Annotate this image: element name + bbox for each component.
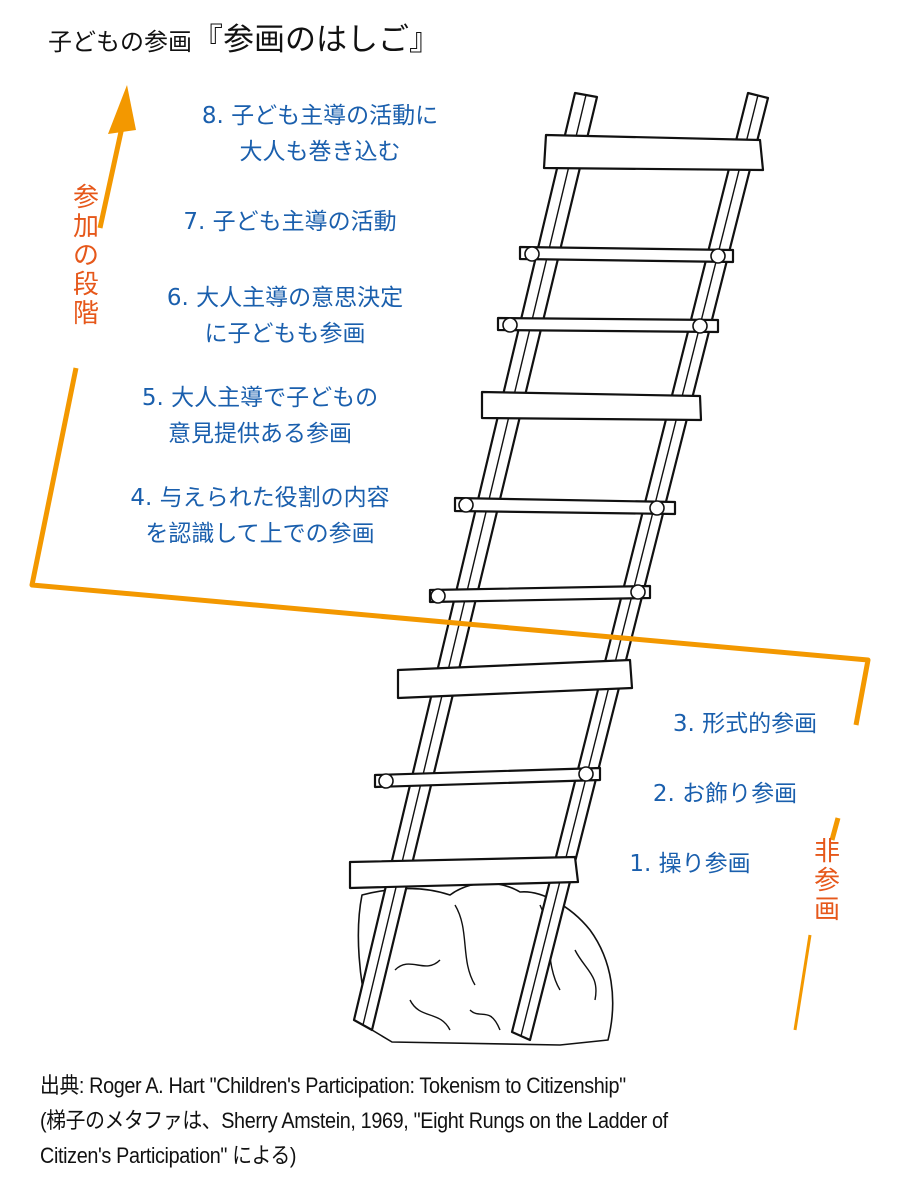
rung-4-label: 4. 与えられた役割の内容 を認識して上での参画 [130,485,390,547]
source-line-2: (梯子のメタファは、Sherry Amstein, 1969, "Eight R… [40,1108,668,1133]
ladder-rung-3 [428,584,652,604]
ladder-rung-4 [453,496,677,516]
ladder-drawing [348,91,770,1046]
ladder-rung-8 [542,133,765,172]
title-prefix: 子どもの参画 [48,28,192,56]
title-main: 『参画のはしご』 [192,22,440,58]
source-line-3: Citizen's Participation" による) [40,1143,297,1168]
rung-3-label: 3. 形式的参画 [672,711,818,737]
ladder-rung-7 [518,245,735,264]
arrow-head-icon [108,85,136,134]
source-citation: 出典: Roger A. Hart "Children's Participat… [40,1068,668,1173]
ladder-rung-5 [480,390,703,422]
rung-5-label: 5. 大人主導で子どもの 意見提供ある参画 [141,385,379,447]
ladder-rung-1 [348,855,580,890]
ladder-rung-6 [496,316,720,334]
participation-category-label: 参 加 の 段 階 [72,183,99,329]
non-participation-category-label: 非 参 画 [813,837,840,925]
rung-2-label: 2. お飾り参画 [652,781,798,807]
rung-8-label: 8. 子ども主導の活動に 大人も巻き込む [201,103,439,165]
rung-7-label: 7. 子ども主導の活動 [183,209,397,235]
rung-6-label: 6. 大人主導の意思決定 に子どもも参画 [166,285,404,347]
ladder-rung-2 [396,658,634,700]
participation-arrow [29,117,871,1031]
rung-1-label: 1. 操り参画 [629,851,751,877]
ladder-rung-1b [373,766,602,789]
page-title: 子どもの参画『参画のはしご』 [48,14,440,59]
source-line-1: 出典: Roger A. Hart "Children's Participat… [40,1073,626,1098]
